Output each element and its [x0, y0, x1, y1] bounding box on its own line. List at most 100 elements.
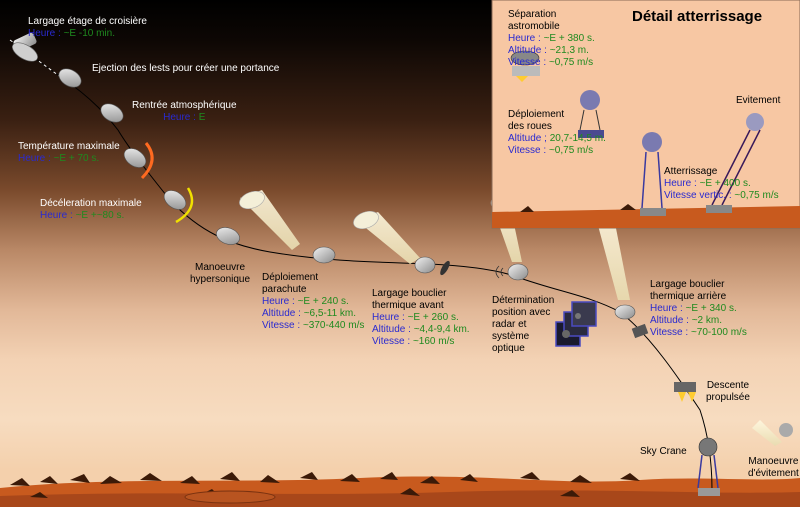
front-heatshield-chute-icon — [353, 210, 450, 276]
value-number: ~E + 70 s. — [53, 153, 100, 164]
value-number: ~4,4-9,4 km. — [413, 324, 470, 335]
stage-title-line: système — [492, 331, 530, 342]
value-number: ~0,75 m/s — [734, 190, 779, 201]
avoidance-maneuver-icon — [752, 420, 793, 446]
stage-title-line: Ejection des lests pour créer une portan… — [92, 63, 280, 74]
value-key: Altitude : — [372, 324, 414, 335]
mars-ground — [0, 472, 800, 507]
value-number: ~0,75 m/s — [548, 57, 594, 68]
stage-value-line: Heure : ~E -10 min. — [28, 28, 147, 40]
value-number: ~160 m/s — [412, 336, 455, 347]
entry-capsule-icon — [58, 68, 82, 88]
value-number: ~70-100 m/s — [690, 327, 747, 338]
stage-value-line: Heure : ~E +~80 s. — [40, 210, 142, 222]
touchdown-icon — [640, 132, 666, 216]
cruise-stage-icon — [12, 32, 38, 62]
stage-label-lests: Ejection des lests pour créer une portan… — [92, 63, 279, 75]
stage-value-line: Vitesse : ~0,75 m/s — [508, 57, 595, 69]
stage-title-line: hypersonique — [190, 274, 251, 285]
stage-title-line: Température maximale — [18, 141, 120, 152]
value-key: Heure : — [18, 153, 54, 164]
stage-title-line: Largage bouclier — [372, 288, 447, 299]
sky-crane-icon — [697, 437, 720, 496]
wheel-deployment-icon — [578, 90, 604, 138]
value-number: ~E + 400 s. — [699, 178, 751, 189]
value-key: Heure : — [508, 33, 544, 44]
stage-value-line: Heure : ~E + 240 s. — [262, 296, 364, 308]
stage-title-line: propulsée — [706, 392, 750, 403]
stage-title-line: thermique avant — [372, 300, 444, 311]
stage-title-line: Détermination — [492, 295, 555, 306]
stage-title-line: position avec — [492, 307, 551, 318]
stage-title-line: Manoeuvre — [748, 456, 799, 467]
stage-value-line: Vitesse : ~70-100 m/s — [650, 327, 747, 339]
stage-value-line: Altitude ; 20,7-14,5 m. — [508, 133, 606, 145]
stage-title-line: Evitement — [736, 95, 781, 106]
stage-value-line: Altitude : ~4,4-9,4 km. — [372, 324, 470, 336]
stage-title-line: Déploiement — [262, 272, 319, 283]
value-key: Vitesse : — [508, 57, 549, 68]
rover-separation-icon — [510, 50, 540, 82]
evitement-icon — [706, 113, 764, 213]
stage-value-line: Heure : ~E + 400 s. — [664, 178, 779, 190]
landing-detail-panel — [491, 0, 800, 229]
powered-descent-icon — [674, 382, 696, 402]
stage-title-line: astromobile — [508, 21, 560, 32]
stage-label-evitement: Evitement — [736, 95, 780, 107]
value-key: Vitesse : — [650, 327, 691, 338]
stage-value-line: Heure : ~E + 260 s. — [372, 312, 470, 324]
ground-rocks — [10, 472, 640, 498]
value-number: ~E +~80 s. — [75, 210, 125, 221]
value-number: ~370-440 m/s — [302, 320, 365, 331]
radar-images-icon — [555, 301, 597, 347]
stage-value-line: Heure : ~E + 340 s. — [650, 303, 747, 315]
value-key: Heure : — [163, 112, 199, 123]
stage-title-line: Sky Crane — [640, 446, 687, 457]
value-number: 20,7-14,5 m. — [549, 133, 606, 144]
value-number: ~21,3 m. — [549, 45, 589, 56]
stage-value-line: Vitesse : ~0,75 m/s — [508, 145, 606, 157]
value-number: E — [198, 112, 206, 123]
value-key: Heure : — [650, 303, 686, 314]
stage-title-line: Largage bouclier — [650, 279, 725, 290]
stage-value-line: Altitude : ~21,3 m. — [508, 45, 595, 57]
max-deceleration-capsule-icon — [163, 187, 194, 224]
parachute-deploy-icon — [239, 190, 336, 264]
stage-value-line: Altitude : ~6,5-11 km. — [262, 308, 364, 320]
stage-title-line: thermique arrière — [650, 291, 727, 302]
stage-title-line: radar et — [492, 319, 527, 330]
stage-value-line: Vitesse vertic. : ~0,75 m/s — [664, 190, 779, 202]
value-key: Altitude : — [650, 315, 692, 326]
hypersonic-capsule-icon — [216, 227, 240, 245]
value-number: ~E + 260 s. — [407, 312, 459, 323]
back-heatshield-chute-icon — [594, 209, 649, 339]
value-number: ~0,75 m/s — [548, 145, 594, 156]
value-key: Heure : — [262, 296, 298, 307]
value-number: ~E -10 min. — [63, 28, 115, 39]
value-number: ~E + 340 s. — [685, 303, 737, 314]
value-number: ~E + 380 s. — [543, 33, 595, 44]
stage-value-line: Vitesse : ~370-440 m/s — [262, 320, 364, 332]
value-number: ~2 km. — [691, 315, 722, 326]
stage-value-line: Altitude : ~2 km. — [650, 315, 747, 327]
stage-title-line: Manoeuvre — [195, 262, 246, 273]
stage-title-line: Descente — [706, 380, 750, 391]
value-key: Vitesse : — [262, 320, 303, 331]
stage-title-line: Séparation — [508, 9, 557, 20]
max-temperature-capsule-icon — [123, 142, 154, 180]
stage-value-line: Heure : ~E + 70 s. — [18, 153, 120, 165]
stage-title-line: d'évitement — [748, 468, 799, 479]
stage-value-line: Vitesse : ~160 m/s — [372, 336, 470, 348]
inset-title: Détail atterrissage — [632, 8, 763, 25]
stage-title-line: optique — [492, 343, 525, 354]
